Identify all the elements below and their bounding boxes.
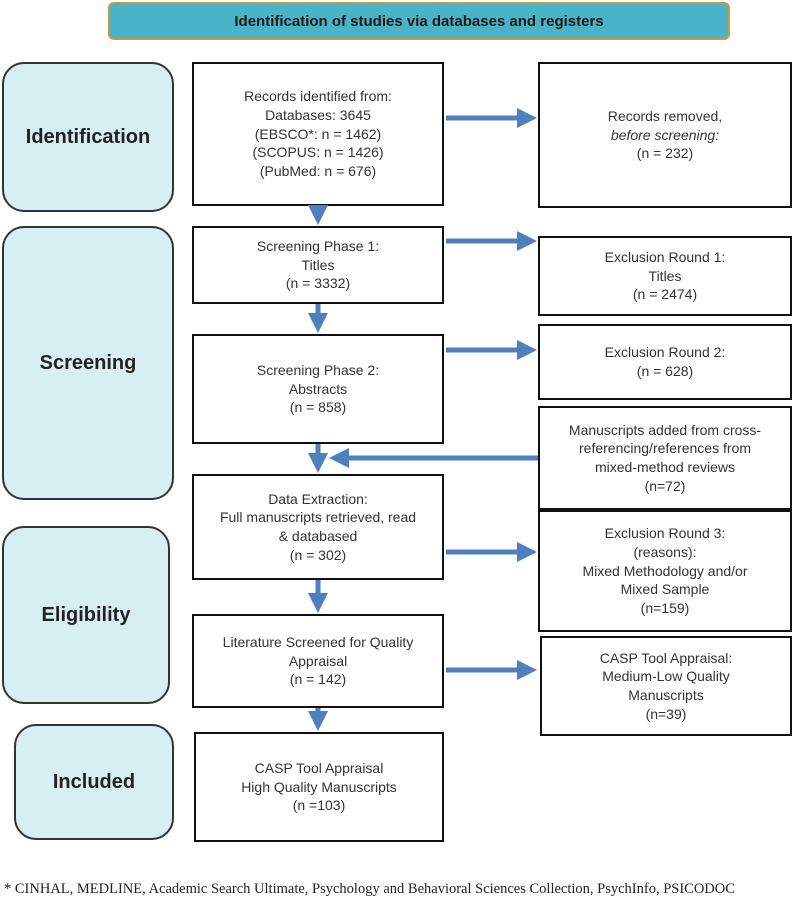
records-removed-box: Records removed, before screening: (n = … (538, 62, 792, 208)
exclusion-round3-line: Mixed Methodology and/or (582, 562, 748, 579)
data-extraction-line: & databased (278, 528, 358, 544)
screening-phase2-box: Screening Phase 2: Abstracts (n = 858) (192, 334, 444, 444)
records-identified-line: Records identified from: (244, 88, 392, 105)
phase-screening: Screening (2, 226, 174, 500)
diagram-title-banner: Identification of studies via databases … (108, 2, 730, 40)
screening-phase1-line: Titles (301, 256, 335, 273)
exclusion-round3-line: Exclusion Round 3: (604, 525, 726, 542)
screening-phase2-line: Abstracts (288, 380, 348, 397)
screening-phase2-line: (n = 858) (289, 399, 347, 416)
casp-low-quality-box: CASP Tool Appraisal: Medium-Low Quality … (540, 636, 792, 736)
banner-title: Identification of studies via databases … (234, 12, 604, 30)
data-extraction-line: (n = 302) (289, 546, 347, 563)
quality-screened-line: Literature Screened for Quality (222, 634, 414, 651)
casp-high-line: (n =103) (292, 797, 346, 814)
manuscripts-added-box: Manuscripts added from cross- referencin… (538, 406, 792, 510)
records-identified-line: Databases: 3645 (265, 107, 371, 124)
manuscripts-added-line: Manuscripts added from cross- (568, 421, 762, 438)
database-footnote: * CINHAL, MEDLINE, Academic Search Ultim… (4, 881, 735, 897)
records-removed-line: before screening: (610, 126, 720, 143)
phase-eligibility-label: Eligibility (41, 603, 131, 626)
quality-screened-box: Literature Screened for Quality Appraisa… (192, 614, 444, 708)
casp-high-line: High Quality Manuscripts (241, 778, 397, 795)
phase-screening-label: Screening (39, 351, 137, 374)
screening-phase1-box: Screening Phase 1: Titles (n = 3332) (192, 226, 444, 304)
phase-included-label: Included (52, 770, 136, 793)
casp-high-line: CASP Tool Appraisal (254, 760, 384, 777)
casp-low-line: Medium-Low Quality (602, 668, 730, 685)
data-extraction-line: Data Extraction: (268, 490, 368, 507)
exclusion-round3-box: Exclusion Round 3: (reasons): Mixed Meth… (538, 510, 792, 632)
exclusion-round2-line: (n = 628) (636, 363, 694, 379)
screening-phase1-line: Screening Phase 1: (256, 238, 380, 255)
records-removed-line: Records removed, (607, 108, 723, 125)
quality-screened-line: Appraisal (288, 652, 348, 669)
records-removed-line: (n = 232) (636, 145, 694, 162)
casp-low-line: Manuscripts (628, 687, 704, 703)
records-identified-box: Records identified from: Databases: 3645… (192, 62, 444, 206)
phase-identification-label: Identification (25, 125, 151, 148)
quality-screened-line: (n = 142) (289, 671, 347, 688)
records-identified-line: (PubMed: n = 676) (259, 162, 377, 179)
records-identified-line: (EBSCO*: n = 1462) (254, 125, 382, 142)
data-extraction-box: Data Extraction: Full manuscripts retrie… (192, 474, 444, 580)
exclusion-round2-line: Exclusion Round 2: (604, 344, 726, 361)
exclusion-round3-line: (n=159) (640, 599, 690, 616)
manuscripts-added-line: (n=72) (644, 477, 686, 494)
phase-included: Included (14, 724, 174, 840)
phase-eligibility: Eligibility (2, 526, 170, 704)
casp-high-quality-box: CASP Tool Appraisal High Quality Manuscr… (194, 732, 444, 842)
screening-phase2-line: Screening Phase 2: (256, 362, 380, 379)
casp-low-line: CASP Tool Appraisal: (599, 649, 733, 666)
screening-phase1-line: (n = 3332) (285, 275, 351, 292)
manuscripts-added-line: referencing/references from (579, 440, 751, 457)
manuscripts-added-line: mixed-method reviews (594, 459, 736, 475)
exclusion-round3-line: (reasons): (633, 544, 697, 561)
exclusion-round1-box: Exclusion Round 1: Titles (n = 2474) (538, 236, 792, 316)
exclusion-round1-line: Titles (648, 267, 682, 284)
data-extraction-line: Full manuscripts retrieved, read (219, 509, 417, 526)
casp-low-line: (n=39) (645, 705, 687, 722)
exclusion-round1-line: (n = 2474) (632, 286, 698, 303)
phase-identification: Identification (2, 62, 174, 212)
exclusion-round3-line: Mixed Sample (620, 581, 710, 598)
exclusion-round2-box: Exclusion Round 2: (n = 628) (538, 324, 792, 400)
exclusion-round1-line: Exclusion Round 1: (604, 249, 726, 266)
records-identified-line: (SCOPUS: n = 1426) (252, 144, 384, 161)
